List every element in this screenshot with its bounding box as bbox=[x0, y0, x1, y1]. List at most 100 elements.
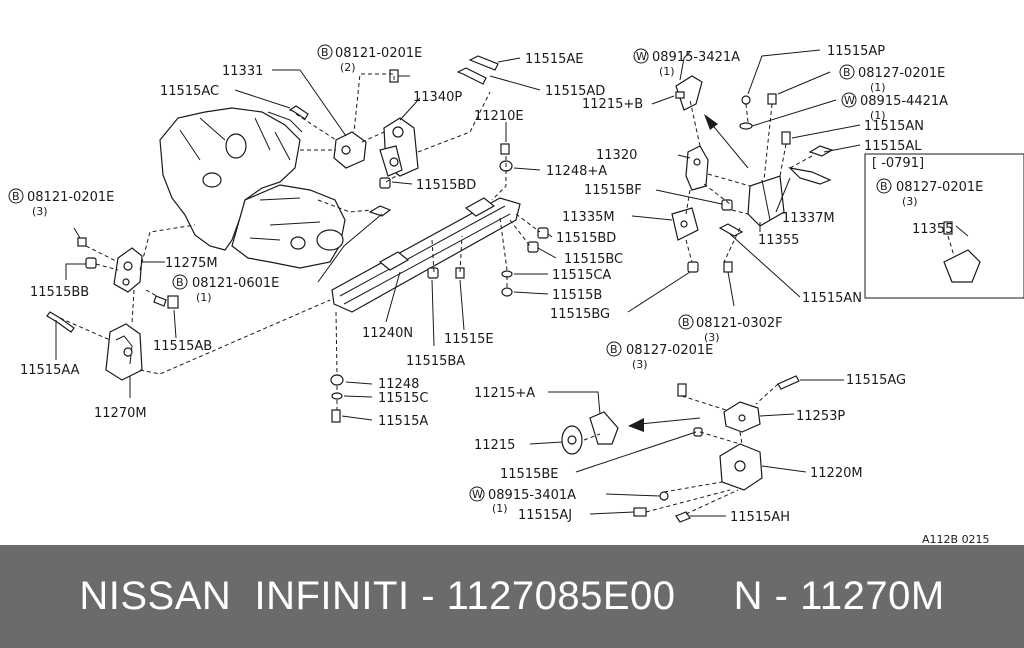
label-11337M: 11337M bbox=[782, 211, 835, 226]
label-11515AB: 11515AB bbox=[153, 339, 212, 354]
footer-bar: NISSAN INFINITI - 1127085E00 N - 11270M bbox=[0, 545, 1024, 648]
label-08127-0201E-3: 08127-0201E bbox=[626, 343, 713, 358]
label-11515AN-1: 11515AN bbox=[864, 119, 924, 134]
crossmember-11240N-drawing bbox=[331, 197, 521, 313]
label-11515BD-2: 11515BD bbox=[556, 231, 616, 246]
prefix-b-5: B bbox=[880, 180, 888, 193]
label-11331: 11331 bbox=[222, 64, 263, 79]
label-11515CA: 11515CA bbox=[552, 268, 611, 283]
arrow-left-line bbox=[639, 417, 701, 425]
arrow-left-head bbox=[628, 418, 644, 432]
right-upper-fasteners bbox=[687, 93, 834, 273]
qty-3b: (3) bbox=[704, 331, 720, 344]
label-11515AE: 11515AE bbox=[525, 52, 583, 67]
engine-block-drawing bbox=[159, 107, 346, 269]
label-11515AC: 11515AC bbox=[160, 84, 219, 99]
prefix-w-2: W bbox=[844, 94, 855, 107]
label-11275M: 11275M bbox=[165, 256, 218, 271]
label-11515BA: 11515BA bbox=[406, 354, 465, 369]
mount-11275M-drawing bbox=[113, 247, 143, 293]
qty-3c: (3) bbox=[632, 358, 648, 371]
qty-1c: (1) bbox=[870, 81, 886, 94]
bracket-11337M-drawing bbox=[788, 167, 832, 185]
left-fasteners bbox=[46, 237, 179, 333]
label-11515C: 11515C bbox=[378, 391, 428, 406]
label-11515AH: 11515AH bbox=[730, 510, 790, 525]
label-11515BG: 11515BG bbox=[550, 307, 610, 322]
prefix-b-7: B bbox=[610, 343, 618, 356]
bracket-11320-drawing bbox=[685, 145, 709, 191]
label-11248A: 11248+A bbox=[546, 164, 607, 179]
qty-3d: (3) bbox=[902, 195, 918, 208]
label-11515BF: 11515BF bbox=[584, 183, 642, 198]
label-08127-0201E-1: 08127-0201E bbox=[858, 66, 945, 81]
footer-ref-code: 11270M bbox=[800, 574, 945, 618]
label-11515BE: 11515BE bbox=[500, 467, 559, 482]
part-labels: 08121-0201E (2) 11515AE 11515AD 11331 11… bbox=[20, 44, 990, 545]
label-11515AA: 11515AA bbox=[20, 363, 80, 378]
qty-2: (2) bbox=[340, 61, 356, 74]
label-11515B: 11515B bbox=[552, 288, 602, 303]
qty-1d: (1) bbox=[870, 109, 886, 122]
label-11320: 11320 bbox=[596, 148, 637, 163]
label-08121-0201E-2: 08121-0201E bbox=[335, 46, 422, 61]
circle-prefixes bbox=[8, 44, 892, 502]
label-08121-0201E-3: 08121-0201E bbox=[27, 190, 114, 205]
label-11515AP: 11515AP bbox=[827, 44, 885, 59]
label-08121-0601E: 08121-0601E bbox=[192, 276, 279, 291]
bracket-11340P-drawing bbox=[379, 117, 419, 189]
label-08915-3421A: 08915-3421A bbox=[652, 50, 740, 65]
label-11210E: 11210E bbox=[474, 109, 524, 124]
label-11355-2: 11355 bbox=[912, 222, 953, 237]
prefix-b-1: B bbox=[321, 46, 329, 59]
label-11220M: 11220M bbox=[810, 466, 863, 481]
arrow-up-line bbox=[709, 121, 749, 169]
qty-1a: (1) bbox=[196, 291, 212, 304]
label-11240N: 11240N bbox=[362, 326, 413, 341]
label-11515AJ: 11515AJ bbox=[518, 508, 572, 523]
qty-3a: (3) bbox=[32, 205, 48, 218]
footer-text: NISSAN INFINITI - 1127085E00 N - 11270M bbox=[79, 574, 944, 619]
label-08121-0302F: 08121-0302F bbox=[696, 316, 783, 331]
label-08915-4421A: 08915-4421A bbox=[860, 94, 948, 109]
mount-11215-drawing bbox=[561, 411, 619, 455]
label-inset-08127-0201E: 08127-0201E bbox=[896, 180, 983, 195]
prefix-w-3: W bbox=[472, 488, 483, 501]
prefix-b-4: B bbox=[843, 66, 851, 79]
diagram-code: A112B 0215 bbox=[922, 533, 990, 545]
label-11515BB: 11515BB bbox=[30, 285, 89, 300]
label-11335M: 11335M bbox=[562, 210, 615, 225]
label-11253P: 11253P bbox=[796, 409, 845, 424]
label-11515AN-2: 11515AN bbox=[802, 291, 862, 306]
label-11515AL: 11515AL bbox=[864, 139, 922, 154]
bracket-11331-drawing bbox=[333, 131, 367, 169]
qty-1e: (1) bbox=[492, 502, 508, 515]
arrow-up-head bbox=[704, 114, 718, 130]
label-11215A: 11215+A bbox=[474, 386, 535, 401]
parts-diagram: B B B W B W B B B W 08121-0201E (2) 1151… bbox=[8, 44, 1024, 545]
prefix-b-2: B bbox=[12, 190, 20, 203]
label-11515BD-1: 11515BD bbox=[416, 178, 476, 193]
center-fasteners bbox=[330, 143, 549, 423]
label-11340P: 11340P bbox=[413, 90, 462, 105]
footer-part-number: 1127085E00 bbox=[446, 574, 676, 618]
label-11355-1: 11355 bbox=[758, 233, 799, 248]
bracket-11253P-drawing bbox=[723, 401, 761, 433]
mount-11270M-drawing bbox=[105, 323, 143, 381]
leader-lines bbox=[55, 49, 969, 517]
label-11215B: 11215+B bbox=[582, 97, 643, 112]
footer-separator: - bbox=[409, 574, 447, 618]
footer-ref-prefix: N - bbox=[733, 574, 801, 618]
label-11248: 11248 bbox=[378, 377, 419, 392]
label-11215: 11215 bbox=[474, 438, 515, 453]
label-11515BC: 11515BC bbox=[564, 252, 623, 267]
bracket-11215B-drawing bbox=[675, 75, 703, 111]
bracket-11220M-drawing bbox=[719, 443, 763, 491]
qty-1b: (1) bbox=[659, 65, 675, 78]
prefix-b-3: B bbox=[176, 276, 184, 289]
lower-right-fasteners bbox=[633, 375, 800, 523]
label-11270M-highlighted: 11270M bbox=[94, 406, 147, 421]
inset-bracket-11355-drawing bbox=[943, 221, 981, 283]
prefix-b-6: B bbox=[682, 316, 690, 329]
inset-range-label: [ -0791] bbox=[872, 156, 924, 171]
